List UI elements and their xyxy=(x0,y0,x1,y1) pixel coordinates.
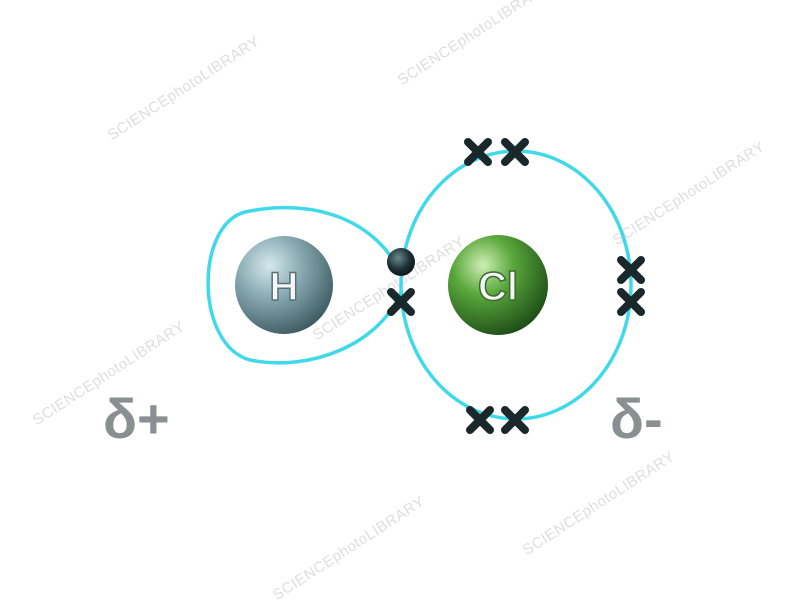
hydrogen-label: H xyxy=(270,265,299,309)
chlorine-atom xyxy=(448,235,548,335)
shared-electron-dot xyxy=(387,248,415,276)
partial-positive-charge: δ+ xyxy=(103,387,170,450)
chlorine-label: Cl xyxy=(478,265,518,309)
hcl-diagram: SCIENCEphotoLIBRARY SCIENCEphotoLIBRARY … xyxy=(30,0,768,604)
molecule-svg: H Cl δ+ δ- xyxy=(103,0,663,450)
hydrogen-atom xyxy=(235,236,333,334)
hydrogen-shell xyxy=(206,205,404,365)
partial-negative-charge: δ- xyxy=(610,387,663,450)
